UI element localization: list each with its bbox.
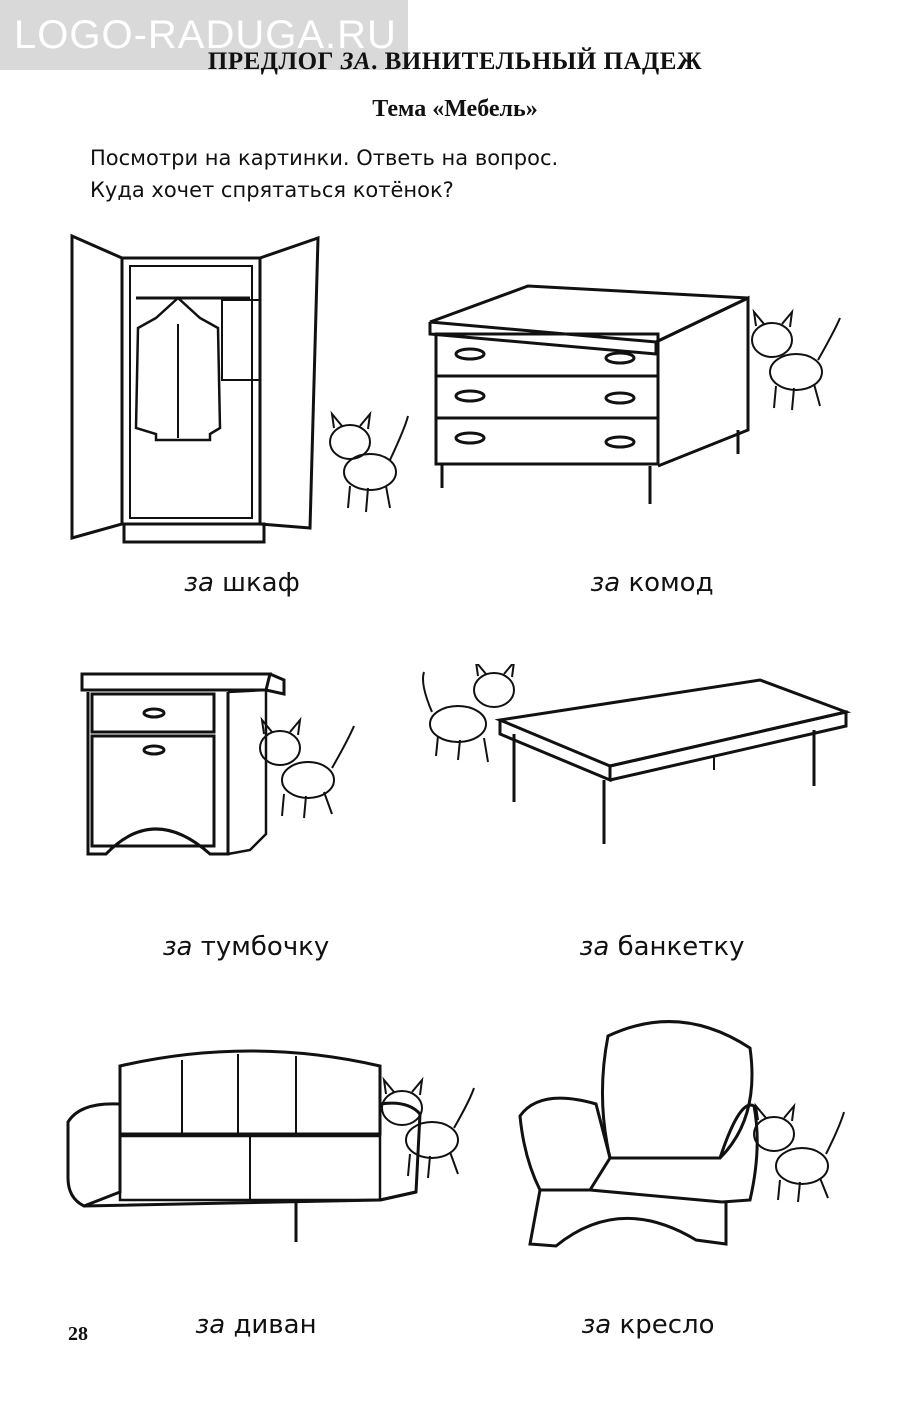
kitten-icon: [422, 664, 515, 763]
page-number: 28: [68, 1323, 88, 1345]
kitten-icon: [329, 410, 409, 513]
topic-subtitle: Тема «Мебель»: [372, 96, 538, 122]
caption-chest-of-drawers: за комод: [590, 568, 714, 598]
nightstand-illustration: [80, 672, 355, 856]
chest-of-drawers-illustration: [428, 284, 841, 504]
caption-wardrobe: за шкаф: [184, 568, 300, 598]
instruction-line-2: Куда хочет спрятаться котёнок?: [90, 178, 454, 202]
armchair-illustration: [518, 1020, 845, 1248]
wardrobe-illustration: [70, 233, 409, 544]
kitten-icon: [381, 1076, 475, 1179]
caption-bench: за банкетку: [579, 932, 745, 962]
site-watermark: LOGO-RADUGA.RU: [0, 0, 408, 70]
kitten-icon: [751, 308, 841, 411]
caption-nightstand: за тумбочку: [162, 932, 330, 962]
caption-armchair: за кресло: [581, 1310, 715, 1340]
page-title: ПРЕДЛОГ ЗА. ВИНИТЕЛЬНЫЙ ПАДЕЖ: [207, 48, 703, 75]
instruction-line-1: Посмотри на картинки. Ответь на вопрос.: [90, 146, 559, 170]
sofa-illustration: [66, 1049, 475, 1242]
bench-illustration: [422, 664, 852, 844]
kitten-icon: [259, 716, 355, 819]
kitten-icon: [753, 1102, 845, 1203]
caption-sofa: за диван: [195, 1310, 317, 1340]
